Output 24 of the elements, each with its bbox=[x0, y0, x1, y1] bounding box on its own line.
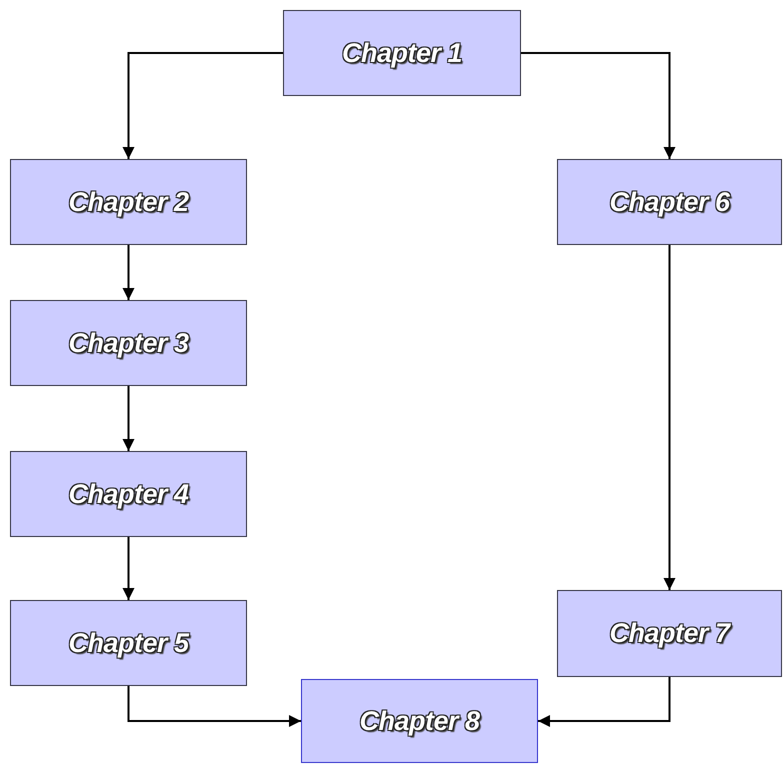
arrow bbox=[122, 52, 283, 159]
chapter-box bbox=[10, 300, 247, 386]
chapter-label: Chapter 8 bbox=[359, 706, 480, 736]
chapter-label: Chapter 5 bbox=[68, 628, 189, 658]
chapter-box bbox=[557, 159, 782, 245]
arrow bbox=[122, 245, 134, 300]
chapter-label: Chapter 4 bbox=[68, 478, 189, 510]
chapter-box bbox=[283, 10, 521, 96]
chapter-label: Chapter 2 bbox=[68, 186, 189, 218]
chapter-label: Chapter 1 bbox=[342, 38, 462, 68]
arrow bbox=[521, 52, 676, 159]
arrow bbox=[128, 686, 301, 727]
chapter-label: Chapter 7 bbox=[609, 618, 730, 649]
arrow bbox=[538, 677, 670, 727]
arrow bbox=[122, 386, 134, 451]
arrow bbox=[664, 245, 676, 590]
arrow bbox=[122, 537, 134, 600]
chapter-box bbox=[301, 679, 538, 763]
chapter-box bbox=[557, 590, 782, 677]
chapter-box bbox=[10, 600, 247, 686]
chapter-box bbox=[10, 159, 247, 245]
chapter-label: Chapter 6 bbox=[609, 186, 730, 218]
chapter-label: Chapter 3 bbox=[68, 328, 189, 358]
chapter-box bbox=[10, 451, 247, 537]
